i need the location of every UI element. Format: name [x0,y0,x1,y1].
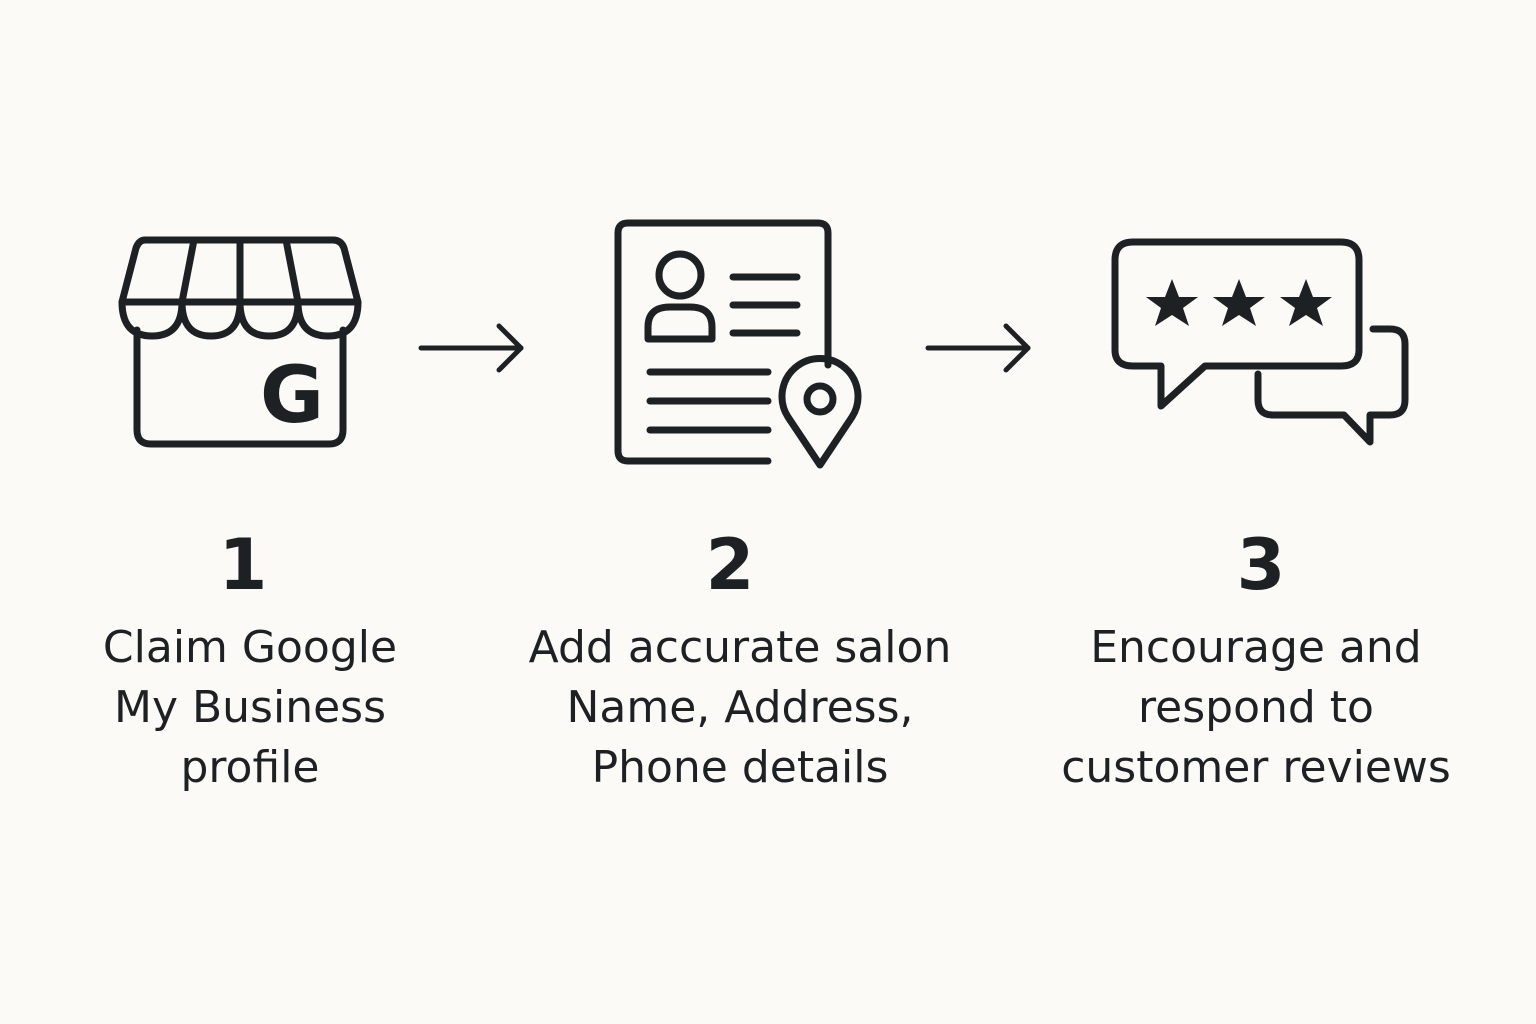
step-label-line: Add accurate salon [528,622,952,673]
step-label-line: Phone details [591,742,889,793]
step-number: 2 [705,524,755,606]
step-label-line: Claim Google [102,622,398,673]
storefront-google-icon: G [118,236,362,448]
step-label-line: respond to [1138,682,1374,733]
google-g-letter: G [260,351,324,441]
step-label: Claim Google My Business profile [20,618,480,798]
step-number: 3 [1236,524,1286,606]
step-number: 1 [218,524,268,606]
arrow-right-icon [925,323,1031,373]
star-icon [1213,279,1265,326]
step-label: Add accurate salon Name, Address, Phone … [510,618,970,798]
step-label-line: profile [180,742,320,793]
step-label-line: customer reviews [1061,742,1451,793]
step-label-line: My Business [113,682,386,733]
step-label-line: Encourage and [1090,622,1422,673]
step-label: Encourage and respond to customer review… [1026,618,1486,798]
review-chat-stars-icon [1111,238,1409,446]
star-icon [1280,279,1332,326]
star-icon [1146,279,1198,326]
step-label-line: Name, Address, [566,682,914,733]
arrow-right-icon [418,323,524,373]
profile-document-location-icon [614,219,862,469]
